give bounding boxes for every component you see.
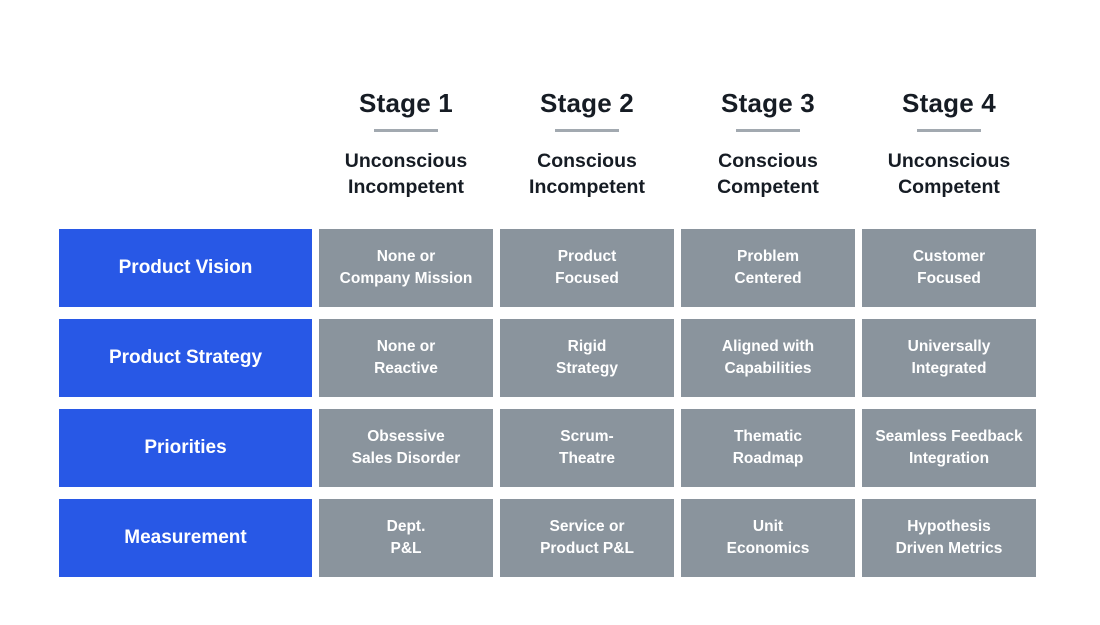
matrix-cell-r4c2: Service or Product P&L	[500, 499, 674, 577]
stage-subtitle: Unconscious Competent	[862, 148, 1036, 200]
cell-line: Integrated	[911, 360, 987, 377]
stage-subtitle-line: Competent	[898, 176, 1000, 198]
stage-subtitle: Conscious Competent	[681, 148, 855, 200]
stage-title: Stage 4	[902, 88, 996, 118]
cell-line: Reactive	[374, 360, 438, 377]
cell-line: Universally	[907, 338, 991, 355]
cell-line: Thematic	[733, 428, 803, 445]
matrix-cell-r2c3: Aligned with Capabilities	[681, 319, 855, 397]
matrix-cell-r1c4: Customer Focused	[862, 229, 1036, 307]
row-header-product-vision: Product Vision	[59, 229, 312, 307]
stage-underline-rule	[917, 129, 981, 132]
stage-underline-rule	[736, 129, 800, 132]
corner-spacer	[59, 85, 312, 217]
stage-underline-rule	[555, 129, 619, 132]
cell-line: Scrum-	[560, 428, 614, 445]
stage-subtitle-line: Unconscious	[344, 150, 468, 172]
matrix-cell-r3c2: Scrum- Theatre	[500, 409, 674, 487]
stage-subtitle-line: Conscious	[537, 150, 637, 172]
cell-line: Theatre	[559, 450, 615, 467]
row-header-measurement: Measurement	[59, 499, 312, 577]
stage-subtitle-line: Conscious	[718, 150, 818, 172]
matrix-cell-r2c2: Rigid Strategy	[500, 319, 674, 397]
cell-line: Unit	[752, 518, 784, 535]
cell-line: Rigid	[567, 338, 607, 355]
cell-line: None or	[376, 248, 436, 265]
stage-subtitle-line: Incompetent	[529, 176, 645, 198]
matrix-cell-r4c3: Unit Economics	[681, 499, 855, 577]
cell-line: Focused	[555, 270, 619, 287]
cell-line: Dept.	[386, 518, 426, 535]
cell-line: Focused	[917, 270, 981, 287]
matrix-cell-r2c4: Universally Integrated	[862, 319, 1036, 397]
matrix-cell-r1c3: Problem Centered	[681, 229, 855, 307]
stage-subtitle-line: Competent	[717, 176, 819, 198]
stage-underline-rule	[374, 129, 438, 132]
stage-header-2: Stage 2 Conscious Incompetent	[500, 85, 674, 217]
matrix-cell-r3c4: Seamless Feedback Integration	[862, 409, 1036, 487]
cell-line: Obsessive	[367, 428, 445, 445]
cell-line: Integration	[908, 450, 990, 467]
matrix-cell-r1c2: Product Focused	[500, 229, 674, 307]
cell-line: P&L	[390, 540, 422, 557]
stage-title: Stage 2	[540, 88, 634, 118]
cell-line: Hypothesis	[907, 518, 991, 535]
stage-header-3: Stage 3 Conscious Competent	[681, 85, 855, 217]
cell-line: Service or	[549, 518, 625, 535]
row-header-priorities: Priorities	[59, 409, 312, 487]
matrix-cell-r3c1: Obsessive Sales Disorder	[319, 409, 493, 487]
matrix-grid: Stage 1 Unconscious Incompetent Stage 2 …	[59, 85, 1036, 577]
cell-line: Aligned with	[721, 338, 815, 355]
cell-line: Capabilities	[724, 360, 812, 377]
cell-line: Strategy	[555, 360, 619, 377]
stage-title: Stage 1	[359, 88, 453, 118]
cell-line: None or	[376, 338, 436, 355]
cell-line: Economics	[726, 540, 810, 557]
stage-header-4: Stage 4 Unconscious Competent	[862, 85, 1036, 217]
matrix-cell-r4c4: Hypothesis Driven Metrics	[862, 499, 1036, 577]
stage-subtitle: Unconscious Incompetent	[319, 148, 493, 200]
stage-title: Stage 3	[721, 88, 815, 118]
cell-line: Customer	[912, 248, 986, 265]
stage-subtitle-line: Incompetent	[348, 176, 464, 198]
cell-line: Company Mission	[339, 270, 473, 287]
stage-subtitle-line: Unconscious	[887, 150, 1011, 172]
cell-line: Roadmap	[732, 450, 804, 467]
cell-line: Sales Disorder	[351, 450, 461, 467]
matrix-cell-r2c1: None or Reactive	[319, 319, 493, 397]
matrix-cell-r3c3: Thematic Roadmap	[681, 409, 855, 487]
row-header-product-strategy: Product Strategy	[59, 319, 312, 397]
stage-header-1: Stage 1 Unconscious Incompetent	[319, 85, 493, 217]
matrix-cell-r1c1: None or Company Mission	[319, 229, 493, 307]
cell-line: Driven Metrics	[895, 540, 1003, 557]
cell-line: Product	[557, 248, 617, 265]
stage-subtitle: Conscious Incompetent	[500, 148, 674, 200]
matrix-cell-r4c1: Dept. P&L	[319, 499, 493, 577]
cell-line: Seamless Feedback	[875, 428, 1023, 445]
cell-line: Centered	[734, 270, 802, 287]
cell-line: Product P&L	[540, 540, 634, 557]
cell-line: Problem	[736, 248, 799, 265]
